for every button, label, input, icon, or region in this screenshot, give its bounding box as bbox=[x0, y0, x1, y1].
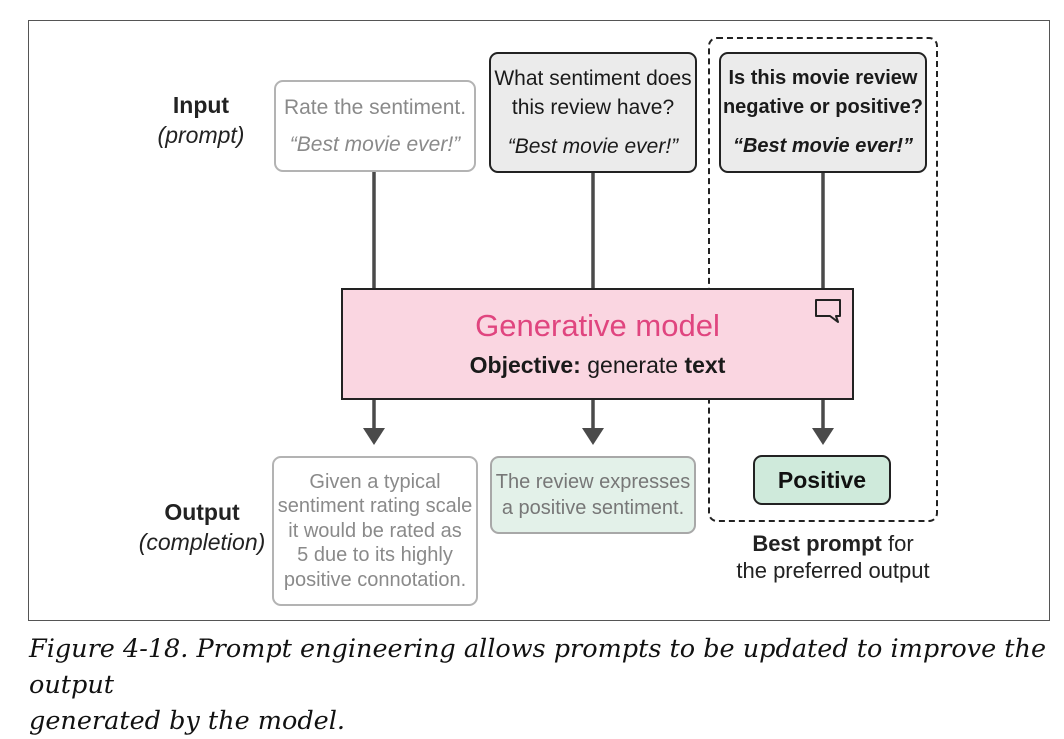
output-label: Output (completion) bbox=[128, 497, 276, 557]
figure-frame bbox=[28, 20, 1050, 621]
best-prompt-highlight-frame bbox=[708, 37, 938, 522]
prompt-3-quote: “Best movie ever!” bbox=[732, 135, 914, 157]
best-prompt-rest: for bbox=[888, 531, 914, 556]
best-prompt-line2: the preferred output bbox=[736, 558, 930, 583]
output-3-line: Positive bbox=[777, 466, 867, 493]
output-label-main: Output bbox=[164, 499, 240, 525]
output-label-sub: (completion) bbox=[138, 529, 266, 555]
output-1-line: positive connotation. bbox=[283, 568, 467, 591]
figure-caption: Figure 4-18. Prompt engineering allows p… bbox=[29, 631, 1049, 739]
prompt-box-3: Is this movie review negative or positiv… bbox=[719, 52, 927, 173]
best-prompt-label: Best prompt for the preferred output bbox=[700, 530, 966, 584]
model-objective: Objective: generate text bbox=[343, 350, 852, 380]
output-1-line: 5 due to its highly bbox=[297, 544, 453, 567]
input-label-sub: (prompt) bbox=[157, 122, 245, 148]
output-1-line: it would be rated as bbox=[288, 519, 462, 542]
arrowhead-output-3 bbox=[812, 428, 834, 445]
output-1-line: Given a typical bbox=[309, 470, 441, 493]
generative-model-box: Generative model Objective: generate tex… bbox=[341, 288, 854, 400]
prompt-1-quote: “Best movie ever!” bbox=[289, 133, 461, 156]
caption-line-2: generated by the model. bbox=[29, 706, 345, 736]
prompt-box-1: Rate the sentiment. “Best movie ever!” bbox=[274, 80, 476, 172]
prompt-3-line: negative or positive? bbox=[722, 96, 924, 118]
output-1-line: sentiment rating scale bbox=[277, 495, 473, 518]
output-box-2: The review expresses a positive sentimen… bbox=[490, 456, 696, 534]
prompt-2-line: this review have? bbox=[511, 96, 675, 119]
prompt-2-quote: “Best movie ever!” bbox=[507, 135, 679, 158]
arrowhead-output-1 bbox=[363, 428, 385, 445]
caption-line-1: Figure 4-18. Prompt engineering allows p… bbox=[29, 634, 1047, 700]
model-objective-text: generate bbox=[587, 352, 679, 378]
output-box-1: Given a typical sentiment rating scale i… bbox=[272, 456, 478, 606]
model-title: Generative model bbox=[475, 308, 720, 343]
output-2-line: The review expresses bbox=[495, 471, 691, 493]
best-prompt-emph: Best prompt bbox=[752, 531, 882, 556]
model-objective-emph: text bbox=[684, 352, 726, 378]
prompt-3-line: Is this movie review bbox=[728, 67, 918, 89]
input-label: Input (prompt) bbox=[130, 90, 272, 150]
arrowhead-output-2 bbox=[582, 428, 604, 445]
speech-bubble-icon bbox=[815, 299, 841, 323]
output-2-line: a positive sentiment. bbox=[501, 497, 685, 519]
model-objective-label: Objective: bbox=[469, 352, 581, 378]
prompt-1-line: Rate the sentiment. bbox=[283, 96, 467, 119]
connector-arrows bbox=[363, 172, 834, 445]
prompt-box-2: What sentiment does this review have? “B… bbox=[489, 52, 697, 173]
input-label-main: Input bbox=[172, 92, 230, 118]
prompt-2-line: What sentiment does bbox=[494, 67, 692, 90]
output-box-best: Positive bbox=[753, 455, 891, 505]
